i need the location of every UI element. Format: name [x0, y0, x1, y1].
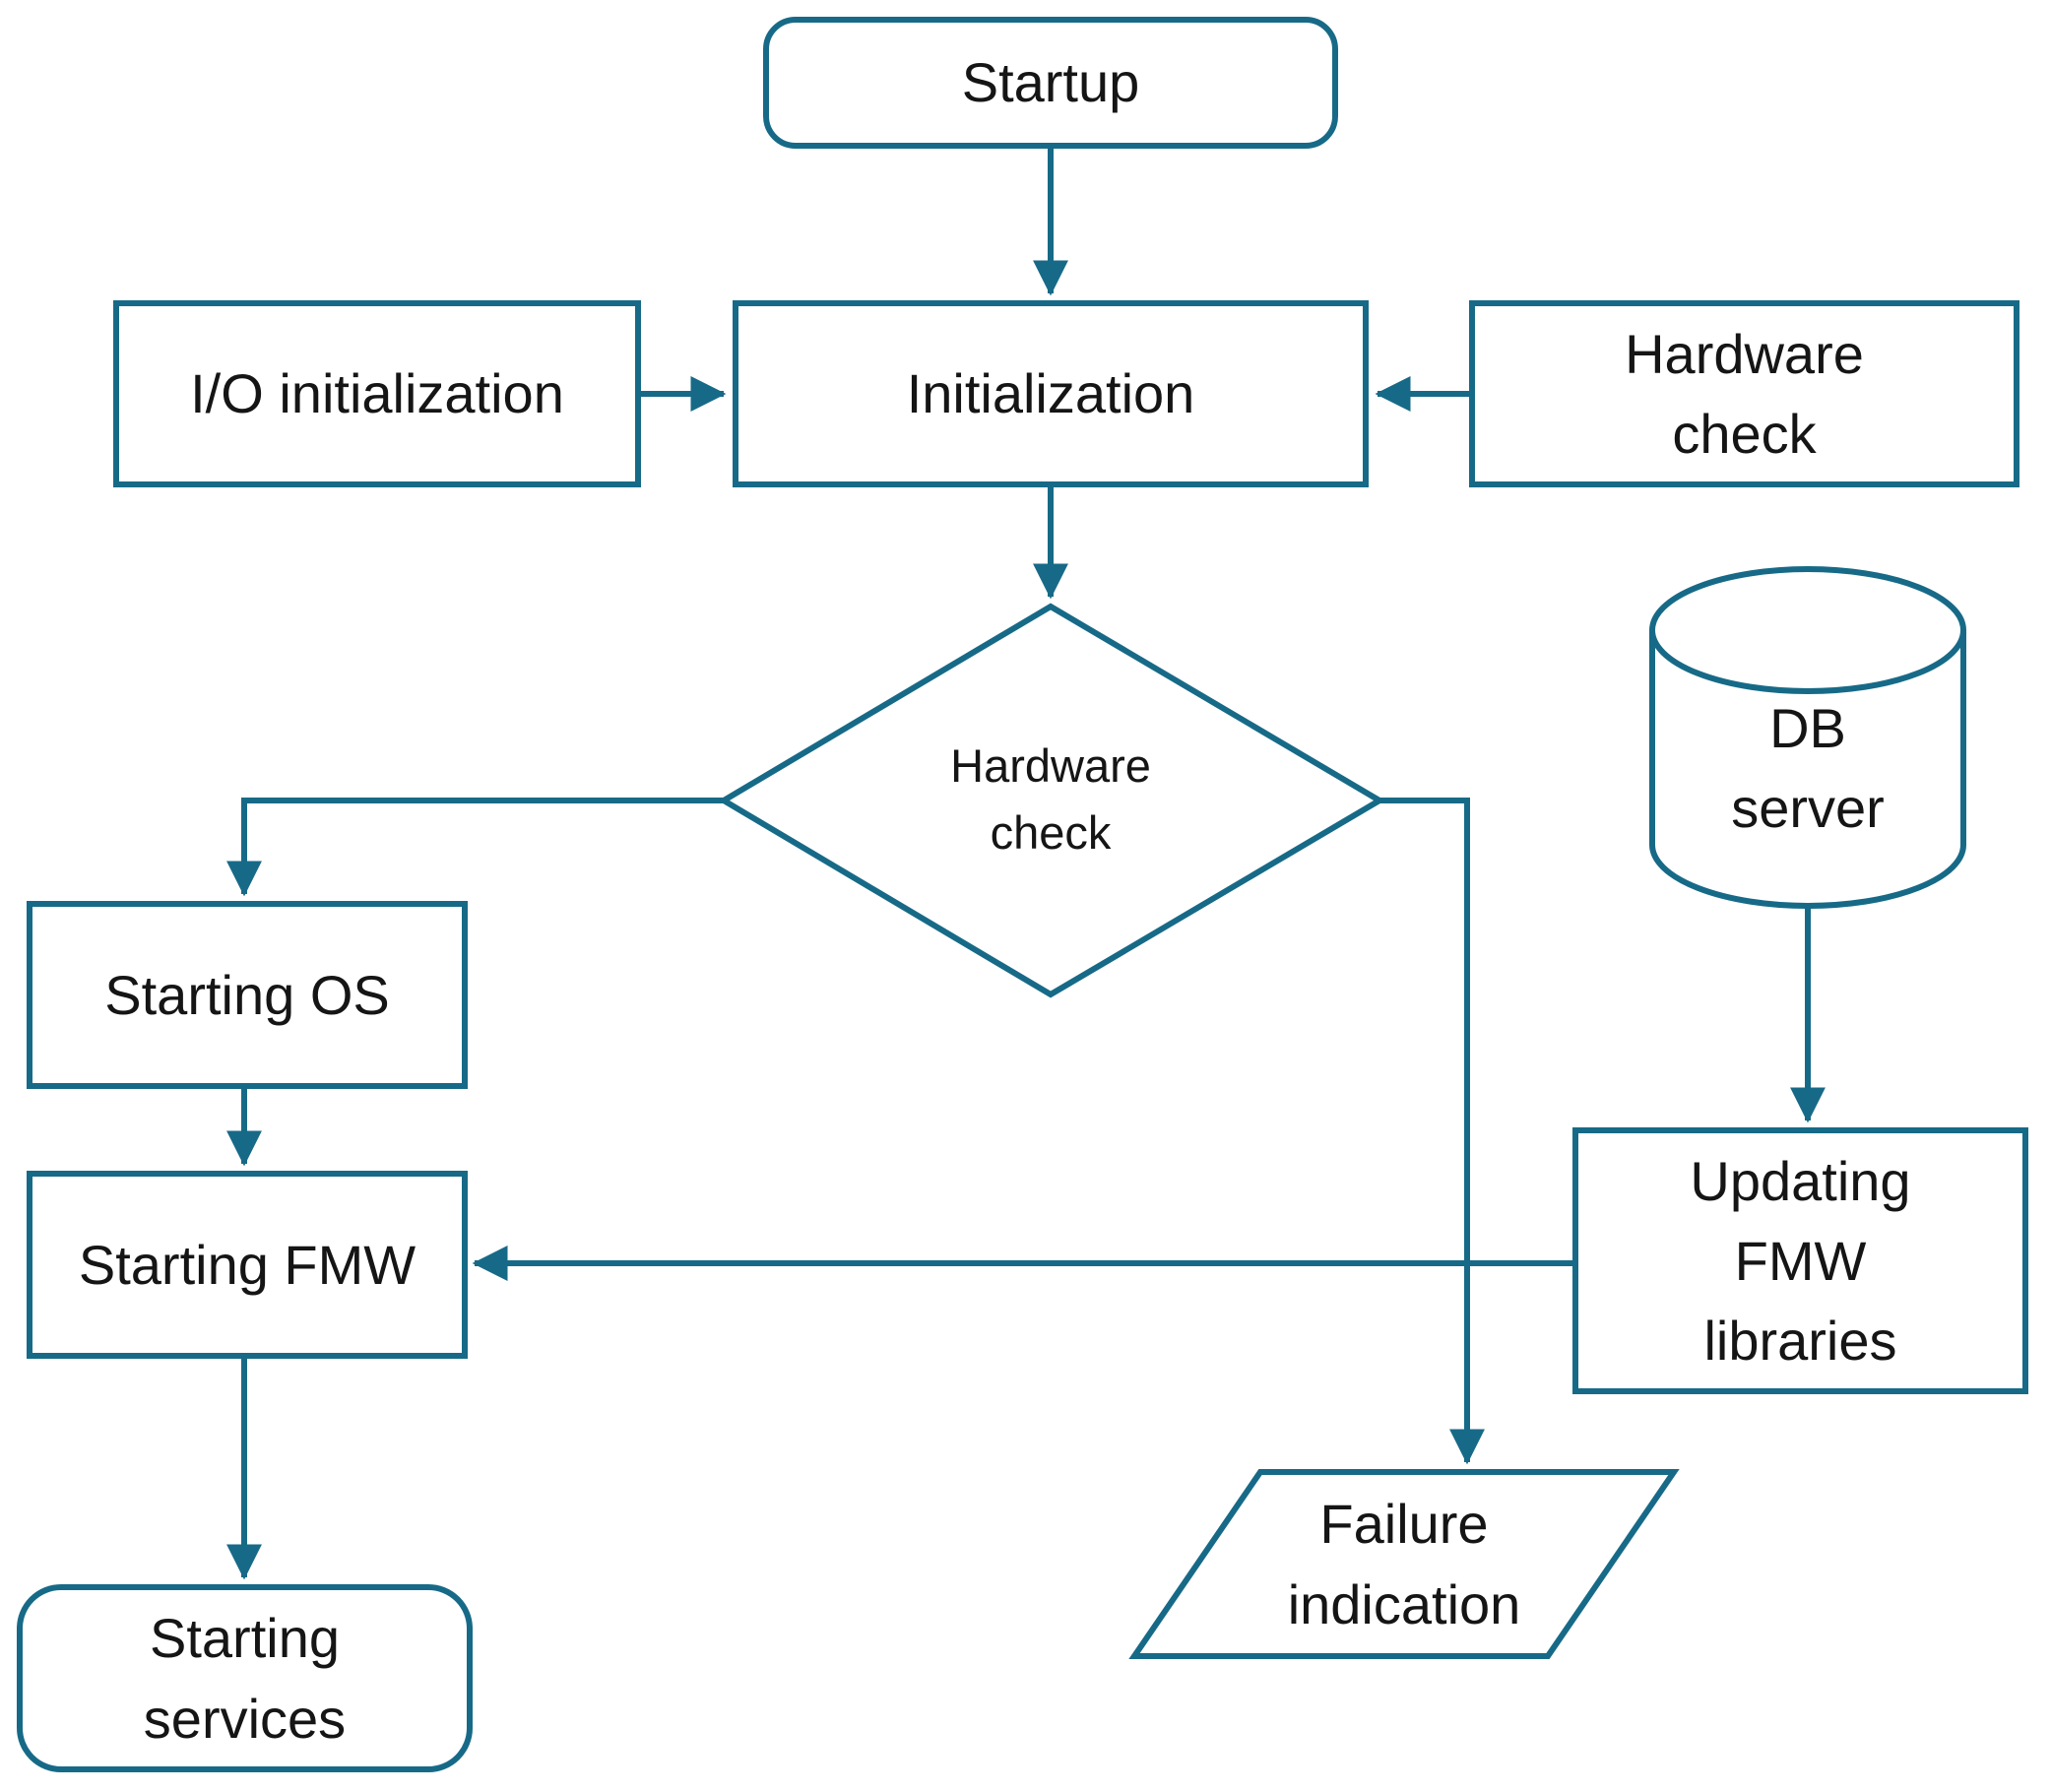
starting-os-shape: [27, 901, 468, 1089]
initialization-shape: [733, 300, 1369, 487]
hardware-check-decision-shape: [718, 603, 1385, 998]
db-server-shape: [1649, 566, 1966, 909]
edge-decision-starting-os: [226, 798, 724, 897]
failure-indication-shape: [1128, 1469, 1680, 1659]
db-server-body: [1649, 630, 1966, 909]
updating-fmw-libraries-shape: [1572, 1127, 2028, 1394]
startup-shape: [763, 17, 1338, 149]
edge-decision-failure-indication: [1379, 798, 1485, 1465]
hardware-check-shape: [1469, 300, 2019, 487]
starting-fmw-shape: [27, 1171, 468, 1359]
io-initialization-shape: [113, 300, 641, 487]
db-server-top: [1649, 566, 1966, 694]
starting-services-shape: [17, 1584, 473, 1772]
